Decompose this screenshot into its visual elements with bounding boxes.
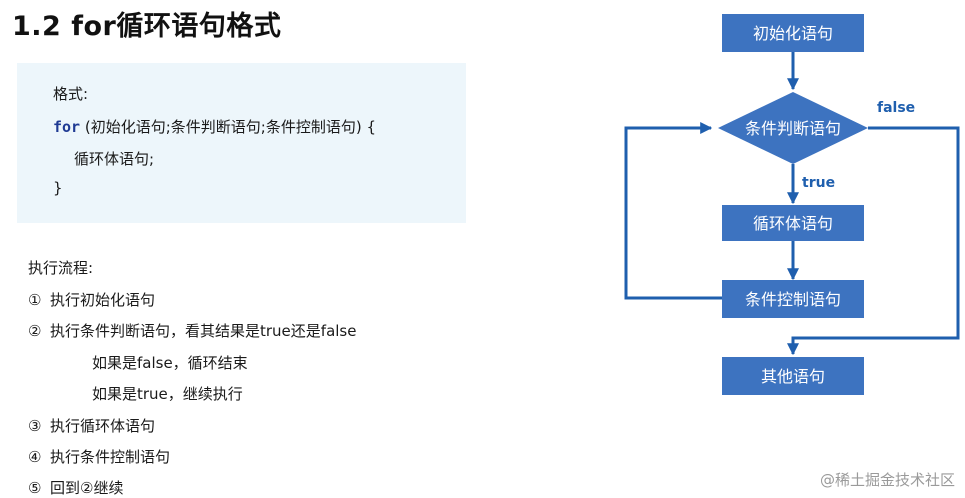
watermark: @稀土掘金技术社区 (819, 471, 955, 489)
control-label: 条件控制语句 (745, 290, 841, 309)
for-keyword: for (53, 118, 81, 136)
control-box (722, 280, 864, 318)
init-box (722, 14, 864, 52)
arrow-control-loop-back (624, 122, 722, 300)
flow-step-number: ④ (28, 448, 42, 466)
other-box (722, 357, 864, 395)
code-loop-body: 循环体语句; (74, 150, 155, 168)
page-title: 1.2 for循环语句格式 (12, 11, 282, 42)
flow-step-text: 执行条件控制语句 (50, 448, 171, 466)
flow-arrows (624, 52, 960, 356)
code-close-brace: } (53, 179, 63, 197)
flow-heading: 执行流程: (28, 259, 94, 277)
true-label: true (802, 175, 835, 191)
flow-step-text: 执行初始化语句 (50, 291, 156, 309)
for-header-rest: (初始化语句;条件判断语句;条件控制语句) { (80, 118, 376, 136)
flow-step-number: ② (28, 322, 42, 340)
false-label: false (877, 100, 915, 116)
arrow-false-exit (787, 126, 960, 356)
flow-step-1: ① 执行初始化语句 (28, 289, 155, 310)
flow-step-4: ④ 执行条件控制语句 (28, 446, 170, 467)
flow-step-number: ③ (28, 417, 42, 435)
flow-step-text: 执行条件判断语句，看其结果是true还是false (50, 322, 357, 340)
flow-step-number: ① (28, 291, 42, 309)
init-label: 初始化语句 (753, 24, 833, 43)
code-for-header: for (初始化语句;条件判断语句;条件控制语句) { (53, 116, 376, 137)
code-box: 格式: for (初始化语句;条件判断语句;条件控制语句) { 循环体语句; } (17, 63, 466, 223)
flow-step-2: ② 执行条件判断语句，看其结果是true还是false (28, 320, 356, 341)
other-label: 其他语句 (761, 367, 825, 386)
condition-diamond (718, 92, 868, 164)
flow-step-2-false: 如果是false，循环结束 (92, 352, 248, 373)
body-label: 循环体语句 (753, 214, 833, 233)
code-format-label: 格式: (53, 85, 89, 103)
flow-step-text: 执行循环体语句 (50, 417, 156, 435)
flow-step-text: 如果是true，继续执行 (92, 385, 243, 403)
flow-step-text: 回到②继续 (50, 479, 124, 497)
flow-step-number: ⑤ (28, 479, 42, 497)
flow-step-2-true: 如果是true，继续执行 (92, 383, 243, 404)
flow-step-5: ⑤ 回到②继续 (28, 477, 123, 498)
flow-step-text: 如果是false，循环结束 (92, 354, 248, 372)
body-box (722, 205, 864, 241)
condition-label: 条件判断语句 (745, 119, 841, 138)
flow-step-3: ③ 执行循环体语句 (28, 415, 155, 436)
